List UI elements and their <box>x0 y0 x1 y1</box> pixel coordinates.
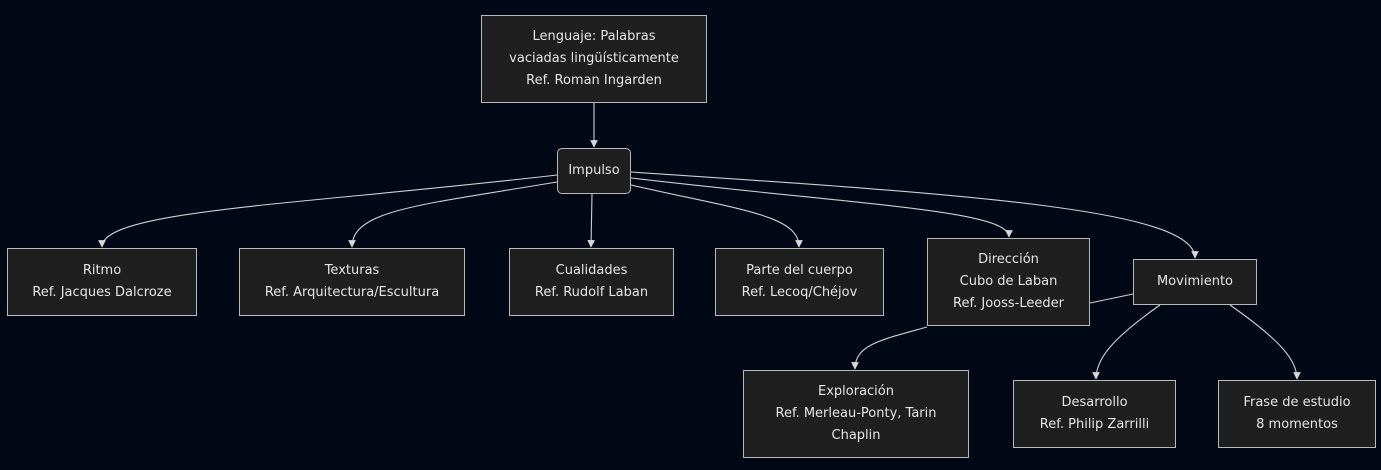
node-movimiento-label: Movimiento <box>1156 274 1234 289</box>
edge-impulso-cualidades <box>587 193 595 248</box>
node-parte-del-cuerpo: Parte del cuerpo Ref. Lecoq/Chéjov <box>715 248 884 316</box>
edge-impulso-movimiento <box>630 171 1199 259</box>
node-lenguaje-line3: Ref. Roman Ingarden <box>526 73 662 88</box>
edge-impulso-direccion <box>630 177 1013 238</box>
node-texturas-line1: Texturas <box>324 263 380 278</box>
node-ritmo-line2: Ref. Jacques Dalcroze <box>32 285 172 300</box>
node-exploracion-line2: Ref. Merleau-Ponty, Tarin <box>775 406 937 421</box>
node-direccion-line3: Ref. Jooss-Leeder <box>953 296 1064 311</box>
node-direccion-line1: Dirección <box>978 252 1039 267</box>
node-impulso: Impulso <box>557 148 631 194</box>
node-texturas-line2: Ref. Arquitectura/Escultura <box>264 285 440 300</box>
edge-movimiento-desarrollo <box>1092 304 1161 380</box>
node-direccion-line2: Cubo de Laban <box>959 274 1058 289</box>
node-movimiento: Movimiento <box>1133 259 1257 305</box>
node-exploracion: Exploración Ref. Merleau-Ponty, Tarin Ch… <box>743 370 969 458</box>
node-impulso-label: Impulso <box>568 163 620 178</box>
edge-impulso-parte <box>630 184 803 248</box>
node-desarrollo-line2: Ref. Philip Zarrilli <box>1039 417 1150 432</box>
node-cualidades-line1: Cualidades <box>555 263 628 278</box>
node-direccion: Dirección Cubo de Laban Ref. Jooss-Leede… <box>927 238 1090 326</box>
edge-movimiento-frase <box>1229 304 1301 380</box>
node-texturas: Texturas Ref. Arquitectura/Escultura <box>239 248 465 316</box>
node-exploracion-line1: Exploración <box>818 384 894 399</box>
edge-impulso-ritmo <box>98 174 558 248</box>
node-parte-line2: Ref. Lecoq/Chéjov <box>741 285 858 300</box>
node-desarrollo: Desarrollo Ref. Philip Zarrilli <box>1013 380 1176 448</box>
node-lenguaje: Lenguaje: Palabras vaciadas lingüísticam… <box>481 15 707 103</box>
edge-movimiento-exploracion <box>855 293 1134 369</box>
node-frase-line1: Frase de estudio <box>1243 395 1351 410</box>
node-exploracion-line3: Chaplin <box>831 428 881 443</box>
edge-impulso-texturas <box>348 181 558 248</box>
node-desarrollo-line1: Desarrollo <box>1061 395 1128 410</box>
node-lenguaje-line2: vaciadas lingüísticamente <box>509 51 679 66</box>
node-ritmo-line1: Ritmo <box>82 263 122 278</box>
node-frase-line2: 8 momentos <box>1256 417 1338 432</box>
node-frase-de-estudio: Frase de estudio 8 momentos <box>1218 380 1376 448</box>
node-cualidades-line2: Ref. Rudolf Laban <box>534 285 649 300</box>
node-lenguaje-line1: Lenguaje: Palabras <box>532 29 656 44</box>
node-ritmo: Ritmo Ref. Jacques Dalcroze <box>7 248 197 316</box>
node-cualidades: Cualidades Ref. Rudolf Laban <box>509 248 674 316</box>
node-parte-line1: Parte del cuerpo <box>746 263 853 278</box>
